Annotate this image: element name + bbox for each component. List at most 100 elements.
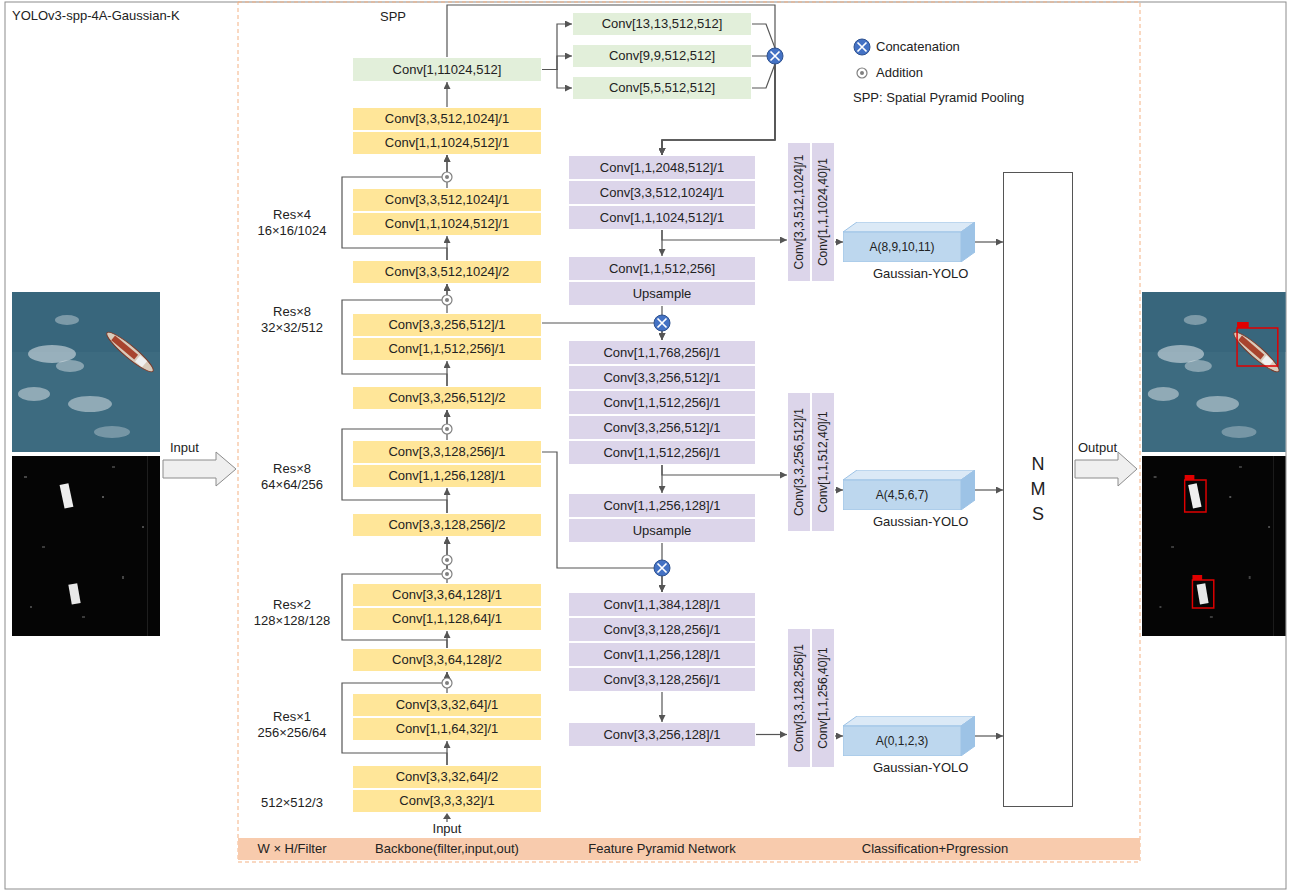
- head-conv-box: Conv[3,3,128,256]/1: [787, 628, 811, 768]
- backbone-conv-box: Conv[3,3,32,64]/1: [352, 693, 542, 717]
- feature-size: 512×512/3: [246, 795, 338, 811]
- backbone-conv-box: Conv[3,3,256,512]/2: [352, 386, 542, 410]
- box-label: Conv[3,3,128,256]/1: [791, 644, 807, 752]
- connector-arrow: [542, 323, 662, 340]
- fpn-conv-box: Conv[3,3,512,1024]/1: [568, 180, 756, 205]
- box-label: Conv[1,1,256,128]/1: [603, 647, 720, 663]
- feature-size: 128×128/128: [246, 613, 338, 629]
- outer-frame: [5, 2, 1286, 889]
- legend-text: Addition: [876, 65, 923, 81]
- box-label: Conv[3,3,256,512]/1: [791, 408, 807, 516]
- spp-conv-box: Conv[9,9,512,512]: [572, 44, 752, 68]
- legend-concatenation-symbol: [854, 39, 870, 55]
- backbone-conv-box: Conv[1,1,256,128]/1: [352, 464, 542, 488]
- block-caption: Gaussian-YOLO: [873, 760, 968, 776]
- block-caption: Gaussian-YOLO: [873, 266, 968, 282]
- head-conv-box: Conv[3,3,512,1024]/1: [787, 142, 811, 282]
- feature-size: 256×256/64: [246, 725, 338, 741]
- backbone-conv-box: Conv[3,3,128,256]/2: [352, 513, 542, 537]
- output-optical-image: [1142, 292, 1286, 452]
- box-label: Conv[3,3,512,1024]/1: [385, 111, 509, 127]
- box-label: Conv[3,3,128,256]/2: [388, 517, 505, 533]
- backbone-conv-box: Conv[3,3,512,1024]/1: [352, 188, 542, 212]
- addition-symbol: [442, 569, 452, 579]
- connector-arrow: [446, 82, 447, 107]
- addition-symbol: [442, 172, 452, 182]
- addition-symbol: [442, 424, 452, 434]
- box-label: Upsample: [633, 523, 692, 539]
- fpn-conv-box: Upsample: [568, 281, 756, 306]
- box-label: Conv[5,5,512,512]: [609, 80, 715, 96]
- box-label: Conv[3,3,128,256]/1: [603, 672, 720, 688]
- block-caption: Gaussian-YOLO: [873, 514, 968, 530]
- backbone-conv-box: Conv[3,3,64,128]/2: [352, 648, 542, 672]
- nms-box: NMS: [1003, 172, 1073, 807]
- connector-arrow: [756, 734, 787, 735]
- fpn-conv-box: Conv[3,3,128,256]/1: [568, 617, 756, 642]
- box-label: Conv[13,13,512,512]: [602, 16, 723, 32]
- box-label: Conv[1,1,512,256]/1: [603, 395, 720, 411]
- stage-name: Res×4: [246, 207, 338, 223]
- box-label: Conv[3,3,512,1024]/2: [385, 264, 509, 280]
- stage-name: Res×8: [246, 461, 338, 477]
- box-label: Conv[1,1,1024,40]/1: [815, 158, 831, 266]
- box-label: Conv[3,3,128,256]/1: [388, 444, 505, 460]
- box-label: Conv[3,3,32,64]/2: [396, 769, 499, 785]
- box-label: Conv[3,3,64,128]/1: [392, 587, 502, 603]
- band-heading: W × H/Filter: [258, 841, 327, 857]
- fpn-conv-box: Conv[1,1,768,256]/1: [568, 340, 756, 365]
- legend-note: SPP: Spatial Pyramid Pooling: [853, 90, 1024, 106]
- output-arrow: [1075, 452, 1137, 486]
- box-label: Conv[1,1,512,256]/1: [388, 341, 505, 357]
- box-label: Conv[3,3,64,128]/2: [392, 652, 502, 668]
- addition-symbol: [442, 295, 452, 305]
- diagram-title: YOLOv3-spp-4A-Gaussian-K: [12, 8, 180, 24]
- backbone-conv-box: Conv[1,1,512,256]/1: [352, 337, 542, 361]
- box-label: Conv[3,3,256,512]/1: [388, 317, 505, 333]
- connector-arrow: [662, 230, 787, 240]
- box-label: Conv[1,1,512,256]/1: [603, 445, 720, 461]
- connector-arrow: [662, 56, 775, 155]
- box-label: Conv[1,1,384,128]/1: [603, 597, 720, 613]
- fpn-conv-box: Conv[1,1,256,128]/1: [568, 493, 756, 518]
- feature-size: 32×32/512: [246, 320, 338, 336]
- spp-conv-box: Conv[13,13,512,512]: [572, 12, 752, 36]
- box-label: Conv[3,3,128,256]/1: [603, 622, 720, 638]
- backbone-conv-box: Conv[1,1,1024,512]/1: [352, 212, 542, 236]
- box-label: Conv[3,3,256,128]/1: [603, 727, 720, 743]
- box-label: Upsample: [633, 286, 692, 302]
- addition-symbol: [442, 555, 452, 565]
- spp-conv-box: Conv[1,11024,512]: [352, 57, 542, 82]
- legend-addition-symbol: [857, 68, 867, 78]
- concatenation-symbol: [654, 315, 670, 331]
- input-arrow: [163, 452, 236, 486]
- backbone-conv-box: Conv[1,1,1024,512]/1: [352, 131, 542, 155]
- box-label: Conv[3,3,256,512]/2: [388, 390, 505, 406]
- gaussian-yolo-block: A(0,1,2,3)Gaussian-YOLO: [843, 716, 975, 756]
- gaussian-yolo-block: A(4,5,6,7)Gaussian-YOLO: [843, 470, 975, 510]
- box-label: Conv[1,1,1024,512]/1: [600, 210, 724, 226]
- addition-symbol: [442, 678, 452, 688]
- output-sar-image: [1142, 456, 1286, 636]
- band-heading: Feature Pyramid Network: [588, 841, 735, 857]
- input-label: Input: [170, 440, 199, 456]
- band-heading: Backbone(filter,input,out): [375, 841, 519, 857]
- fpn-conv-box: Conv[1,1,2048,512]/1: [568, 155, 756, 180]
- fpn-conv-box: Conv[3,3,256,128]/1: [568, 722, 756, 747]
- connector-arrow: [662, 465, 787, 475]
- fpn-conv-box: Conv[3,3,256,512]/1: [568, 415, 756, 440]
- network-region: [238, 2, 1140, 862]
- optical-ship-image: [12, 292, 160, 452]
- box-label: Conv[3,3,3,32]/1: [399, 793, 494, 809]
- box-label: Conv[1,1,256,128]/1: [388, 468, 505, 484]
- backbone-conv-box: Conv[1,1,128,64]/1: [352, 607, 542, 631]
- legend-text: Concatenation: [876, 39, 960, 55]
- box-label: Conv[1,1,512,40]/1: [815, 411, 831, 512]
- box-label: Conv[9,9,512,512]: [609, 48, 715, 64]
- box-label: Conv[1,1,64,32]/1: [396, 721, 499, 737]
- connector-arrow: [835, 241, 843, 242]
- box-label: A(8,9,10,11): [843, 232, 961, 262]
- box-label: A(0,1,2,3): [843, 726, 961, 756]
- box-label: Conv[1,1,256,128]/1: [603, 498, 720, 514]
